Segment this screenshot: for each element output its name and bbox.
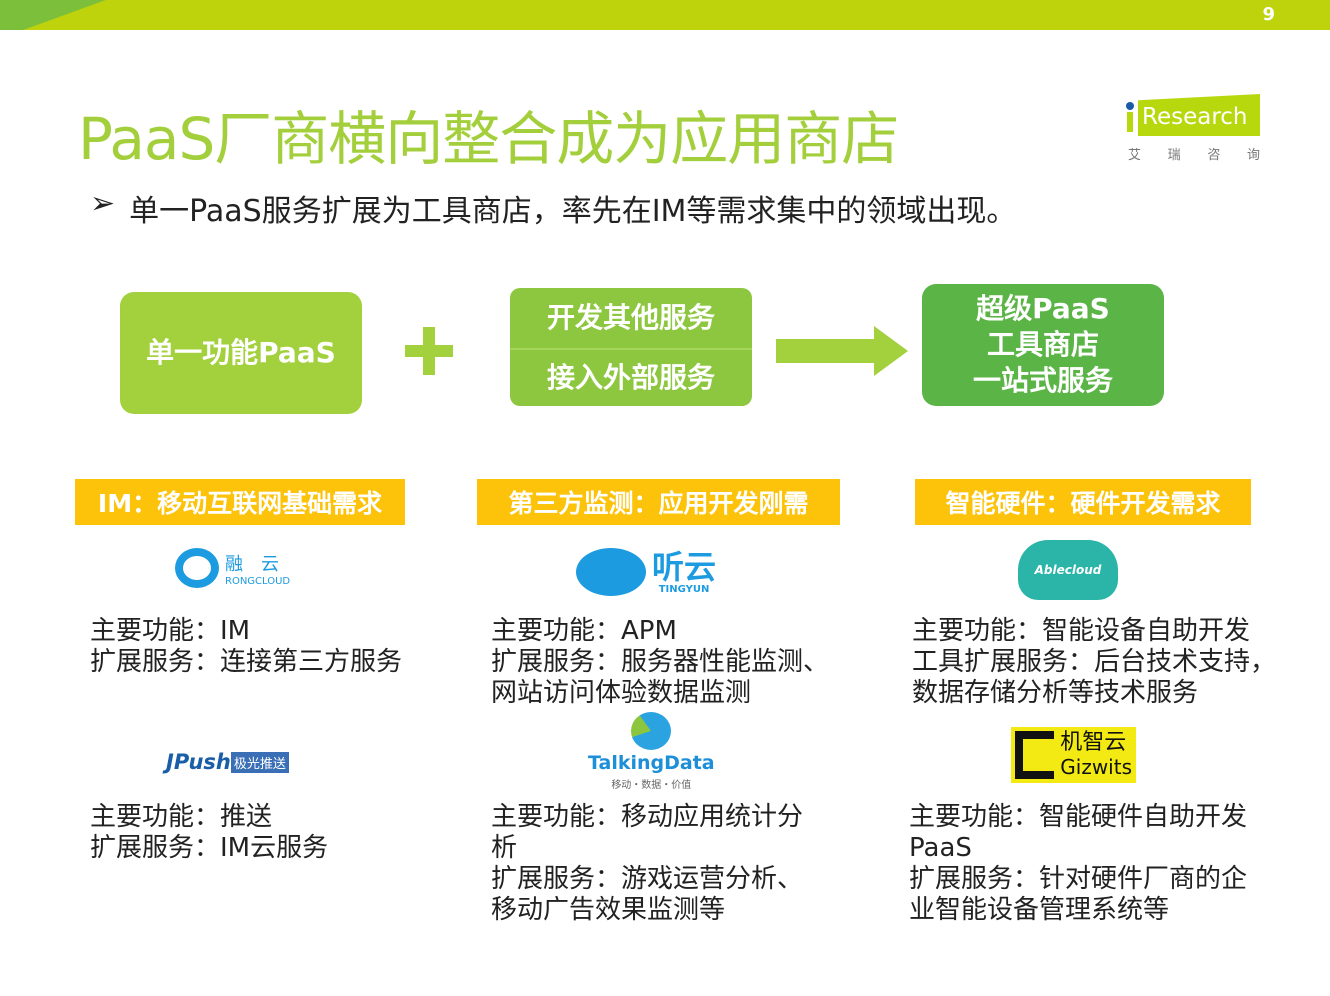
talkingdata-desc: 主要功能：移动应用统计分 析扩展服务：游戏运营分析、 移动广告效果监测等: [491, 802, 804, 925]
bullet-point: ➢单一PaaS服务扩展为工具商店，率先在IM等需求集中的领域出现。: [90, 186, 1017, 229]
monitoring-label: 第三方监测：应用开发刚需: [477, 479, 840, 525]
single-paas-box: 单一功能PaaS: [120, 292, 362, 414]
plus-icon: [405, 327, 453, 375]
corner-accent: [0, 0, 150, 30]
talkingdata-logo: TalkingData 移动・数据・价值: [588, 712, 715, 791]
develop-services-box: 开发其他服务: [510, 288, 752, 348]
page-title: PaaS厂商横向整合成为应用商店: [78, 105, 899, 173]
arrow-bullet-icon: ➢: [90, 186, 116, 221]
jpush-logo: JPush 极光推送: [166, 750, 289, 774]
access-services-box: 接入外部服务: [510, 348, 752, 406]
im-label: IM：移动互联网基础需求: [75, 479, 405, 525]
page-number: 9: [1262, 4, 1275, 25]
right-arrow-icon: [776, 326, 908, 376]
ablecloud-desc: 主要功能：智能设备自助开发工具扩展服务：后台技术支持， 数据存储分析等技术服务: [912, 616, 1277, 708]
top-bar: 9: [0, 0, 1330, 30]
iresearch-logo: Research 艾瑞咨询: [1124, 94, 1264, 163]
hardware-label: 智能硬件：硬件开发需求: [915, 479, 1251, 525]
ablecloud-logo: Ablecloud: [1018, 540, 1118, 600]
jpush-desc: 主要功能：推送扩展服务：IM云服务: [90, 802, 329, 863]
